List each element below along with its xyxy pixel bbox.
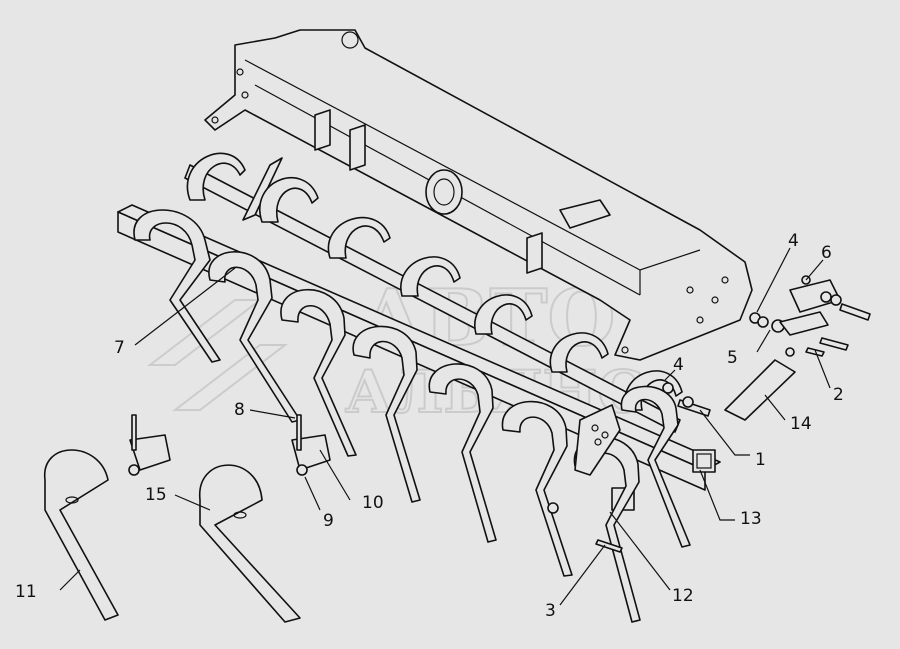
callout-11: 11 <box>15 582 37 602</box>
callout-14: 14 <box>790 414 812 434</box>
callout-5: 5 <box>727 348 738 368</box>
leader-lines <box>59 247 831 606</box>
callout-2: 2 <box>833 385 844 405</box>
callout-6: 6 <box>821 243 832 263</box>
hardware <box>662 275 871 421</box>
spring-tines <box>133 209 691 623</box>
callout-7: 7 <box>114 338 125 358</box>
callout-13: 13 <box>740 509 762 529</box>
callout-15: 15 <box>145 485 167 505</box>
callout-10: 10 <box>362 493 384 513</box>
mount-bracket <box>547 404 623 553</box>
callout-9: 9 <box>323 511 334 531</box>
callout-1: 1 <box>755 450 766 470</box>
loose-parts <box>44 414 331 623</box>
callout-4-top: 4 <box>788 231 799 251</box>
callout-labels: 1 2 3 4 4 5 6 7 8 9 10 11 12 13 14 15 <box>15 231 844 621</box>
callout-3: 3 <box>545 601 556 621</box>
frame-beam <box>204 29 753 361</box>
callout-12: 12 <box>672 586 694 606</box>
callout-4-bottom: 4 <box>673 355 684 375</box>
callout-8: 8 <box>234 400 245 420</box>
